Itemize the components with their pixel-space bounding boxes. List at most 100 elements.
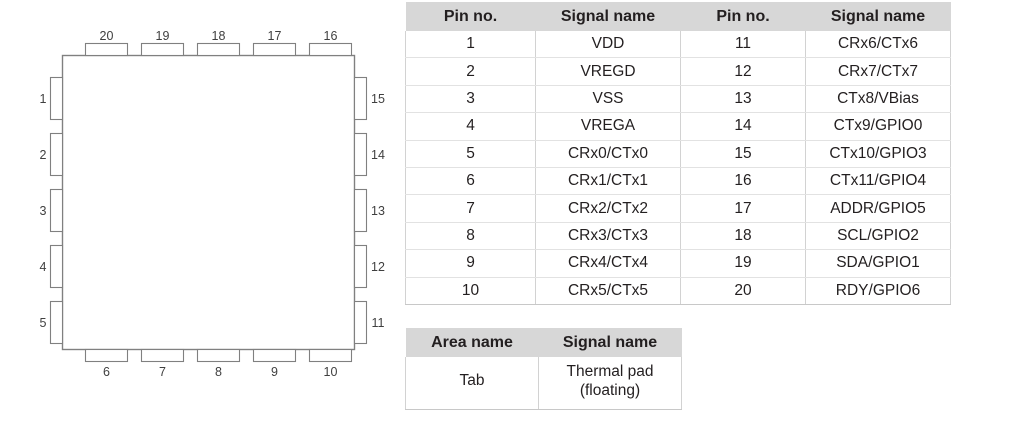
cell-signal-name: CRx6/CTx6 [805,31,951,59]
cell-pin-no: 1 [405,31,536,59]
cell-pin-no: 20 [680,277,806,305]
cell-signal-name: CRx4/CTx4 [535,249,681,278]
table-row: Tab Thermal pad (floating) [405,357,682,410]
cell-pin-no: 14 [680,112,806,141]
pin-label-7: 7 [159,365,166,379]
cell-pin-no: 8 [405,222,536,251]
pin-label-9: 9 [271,365,278,379]
cell-signal-name: VDD [535,31,681,59]
pin-label-14: 14 [371,148,385,162]
pin-pad-8 [196,348,241,363]
column-header-pin-no-right: Pin no. [680,2,806,31]
cell-signal-name: CRx2/CTx2 [535,194,681,223]
pin-label-12: 12 [371,260,385,274]
table-row: 4 VREGA 14 CTx9/GPIO0 [405,112,951,141]
pin-label-4: 4 [40,260,47,274]
cell-pin-no: 13 [680,85,806,114]
pin-pad-16 [308,42,353,57]
pin-label-19: 19 [156,29,170,43]
table-header-row: Area name Signal name [405,328,682,357]
table-row: 6 CRx1/CTx1 16 CTx11/GPIO4 [405,167,951,196]
cell-signal-name: Thermal pad (floating) [538,357,682,410]
pin-group-bottom: 6 7 8 9 10 [84,348,353,379]
cell-signal-name: CRx5/CTx5 [535,277,681,305]
cell-pin-no: 12 [680,57,806,86]
pin-pad-12 [353,244,368,289]
cell-signal-name: CTx8/VBias [805,85,951,114]
pin-pad-18 [196,42,241,57]
cell-signal-name: CRx3/CTx3 [535,222,681,251]
thermal-pad-line-2: (floating) [579,381,641,399]
pin-pad-15 [353,76,368,121]
cell-area-name: Tab [405,357,539,410]
pin-label-18: 18 [212,29,226,43]
column-header-pin-no-left: Pin no. [405,2,536,31]
area-assignment-table: Area name Signal name Tab Thermal pad (f… [405,328,682,410]
pin-pad-11 [353,300,368,345]
cell-signal-name: CTx10/GPIO3 [805,140,951,168]
cell-signal-name: VREGA [535,112,681,141]
cell-pin-no: 15 [680,140,806,168]
cell-pin-no: 3 [405,85,536,114]
table-row: 8 CRx3/CTx3 18 SCL/GPIO2 [405,222,951,251]
cell-signal-name: CTx9/GPIO0 [805,112,951,141]
pin-pad-6 [84,348,129,363]
cell-pin-no: 16 [680,167,806,196]
pin-label-16: 16 [324,29,338,43]
table-row: 9 CRx4/CTx4 19 SDA/GPIO1 [405,249,951,278]
pin-pad-20 [84,42,129,57]
cell-signal-name: CRx1/CTx1 [535,167,681,196]
table-row: 5 CRx0/CTx0 15 CTx10/GPIO3 [405,140,951,168]
table-row: 3 VSS 13 CTx8/VBias [405,85,951,114]
table-header-row: Pin no. Signal name Pin no. Signal name [405,2,951,31]
pin-pad-5 [49,300,64,345]
column-header-area-name: Area name [405,328,539,357]
pin-label-1: 1 [40,92,47,106]
pin-pad-2 [49,132,64,177]
column-header-signal-name-left: Signal name [535,2,681,31]
pin-label-13: 13 [371,204,385,218]
cell-pin-no: 11 [680,31,806,59]
cell-pin-no: 7 [405,194,536,223]
pin-pad-4 [49,244,64,289]
pin-label-11: 11 [372,316,385,330]
thermal-pad-line-1: Thermal pad [566,363,654,380]
cell-signal-name: CRx0/CTx0 [535,140,681,168]
column-header-signal-name-right: Signal name [805,2,951,31]
cell-signal-name: SDA/GPIO1 [805,249,951,278]
pin-label-17: 17 [268,29,282,43]
pin-pad-7 [140,348,185,363]
pin-label-2: 2 [40,148,47,162]
pin-pad-13 [353,188,368,233]
cell-signal-name: RDY/GPIO6 [805,277,951,305]
table-row: 1 VDD 11 CRx6/CTx6 [405,31,951,59]
pin-group-left: 1 2 3 4 5 [40,76,64,345]
pin-label-15: 15 [371,92,385,106]
cell-pin-no: 19 [680,249,806,278]
table-row: 10 CRx5/CTx5 20 RDY/GPIO6 [405,277,951,305]
table-row: 7 CRx2/CTx2 17 ADDR/GPIO5 [405,194,951,223]
pin-pad-14 [353,132,368,177]
pin-pad-10 [308,348,353,363]
pin-label-6: 6 [103,365,110,379]
cell-signal-name: CTx11/GPIO4 [805,167,951,196]
pin-pad-3 [49,188,64,233]
chip-package-diagram: 20 19 18 17 16 6 7 8 9 10 1 2 3 4 5 [40,29,385,379]
pin-label-8: 8 [215,365,222,379]
cell-pin-no: 17 [680,194,806,223]
cell-signal-name: SCL/GPIO2 [805,222,951,251]
pin-label-10: 10 [324,365,338,379]
pin-label-5: 5 [40,316,47,330]
pin-label-20: 20 [100,29,114,43]
pin-pad-17 [252,42,297,57]
pin-group-right: 15 14 13 12 11 [353,76,385,345]
cell-pin-no: 6 [405,167,536,196]
column-header-signal-name: Signal name [538,328,682,357]
cell-pin-no: 9 [405,249,536,278]
cell-pin-no: 10 [405,277,536,305]
cell-signal-name: ADDR/GPIO5 [805,194,951,223]
pin-assignment-table: Pin no. Signal name Pin no. Signal name … [405,2,951,305]
cell-pin-no: 18 [680,222,806,251]
pin-pad-1 [49,76,64,121]
pin-pad-9 [252,348,297,363]
